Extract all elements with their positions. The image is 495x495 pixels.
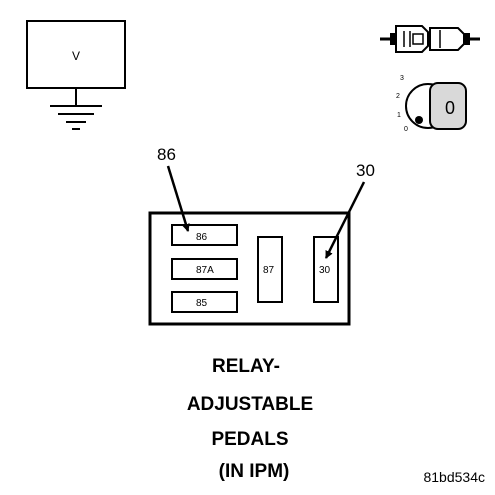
ignition-position-2: 2 (396, 93, 400, 100)
relay-outline (148, 211, 351, 326)
title-line-4: (IN IPM) (219, 461, 290, 482)
connector-icon (380, 25, 480, 53)
callout-30-label: 30 (356, 161, 375, 180)
terminal-86-slot (171, 224, 238, 246)
ignition-position-1: 1 (397, 112, 401, 119)
terminal-87a-label: 87A (196, 265, 214, 276)
figure-reference: 81bd534c (423, 469, 485, 485)
terminal-85-slot (171, 291, 238, 313)
terminal-87-slot (257, 236, 283, 303)
callout-86-label: 86 (157, 145, 176, 164)
terminal-86-label: 86 (196, 232, 208, 243)
ignition-switch-icon: 3 2 1 0 0 (396, 75, 467, 133)
relay-block: 86 87A 85 87 30 (148, 211, 351, 326)
voltmeter-symbol: V (72, 49, 80, 63)
title-line-3: PEDALS (211, 429, 288, 450)
ignition-key-label: 0 (445, 98, 455, 118)
terminal-30-label: 30 (319, 265, 331, 276)
ignition-position-0: 0 (404, 126, 408, 133)
title-line-1: RELAY- (212, 356, 280, 377)
ignition-key-icon (429, 82, 467, 130)
callout-30-arrow (324, 181, 366, 259)
terminal-85-label: 85 (196, 298, 208, 309)
callout-86-arrow (166, 165, 190, 232)
ignition-position-3: 3 (400, 75, 404, 82)
ground-icon (50, 105, 102, 130)
terminal-30-slot (313, 236, 339, 303)
terminal-87-label: 87 (263, 265, 275, 276)
title-line-2: ADJUSTABLE (187, 394, 313, 415)
ignition-indicator-dot (415, 116, 423, 124)
terminal-87a-slot (171, 258, 238, 280)
voltmeter-icon: V (26, 20, 126, 130)
